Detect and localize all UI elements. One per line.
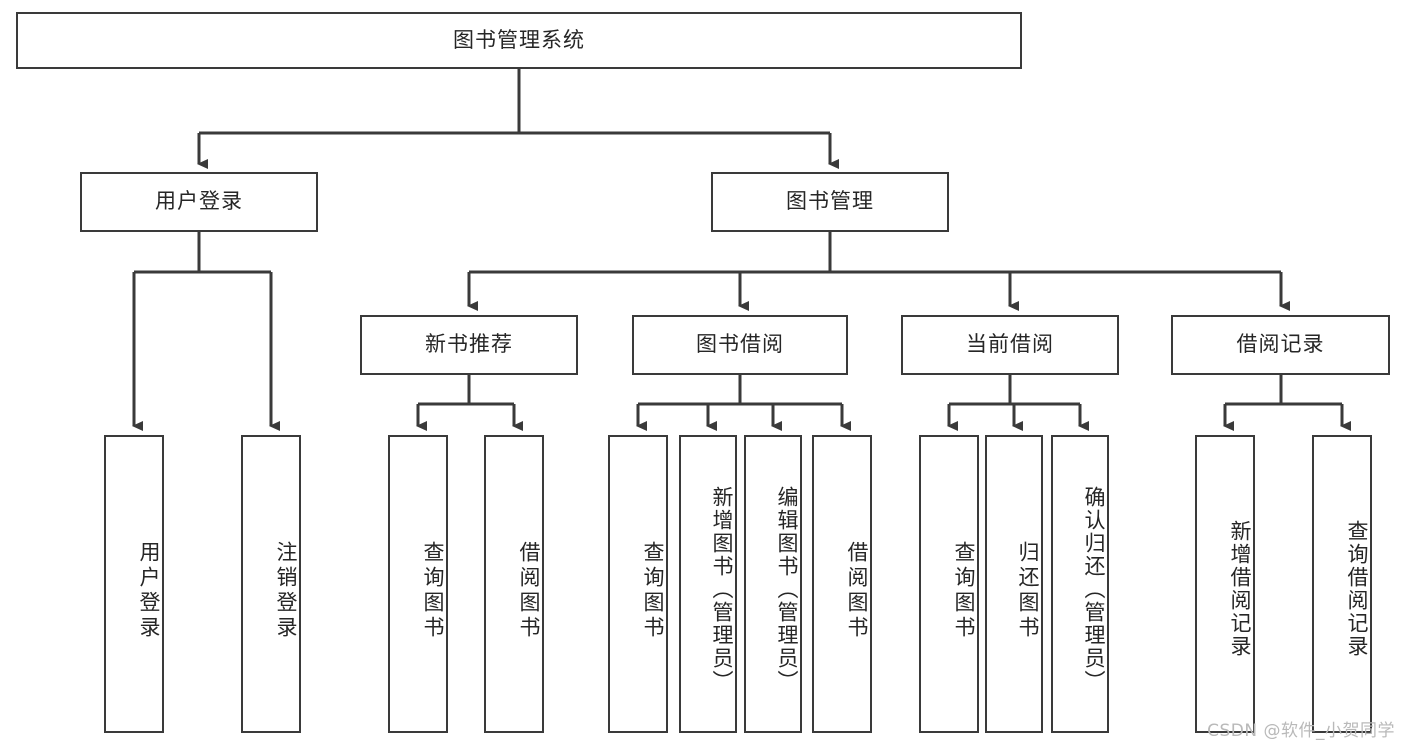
node-label: 确认归还（管理员） [1082,485,1106,693]
node-label: 新增图书（管理员） [710,485,734,693]
node-label: 注销登录 [274,541,298,641]
leaf-query-book-borrowing[interactable]: 查询图书 [608,435,668,733]
node-label: 图书借阅 [696,332,784,357]
node-label: 查询借阅记录 [1345,520,1369,658]
leaf-borrow-book[interactable]: 借阅图书 [812,435,872,733]
node-label: 借阅图书 [845,541,869,641]
leaf-query-borrowing-record[interactable]: 查询借阅记录 [1312,435,1372,733]
node-label: 用户登录 [137,541,161,641]
node-label: 编辑图书（管理员） [775,485,799,693]
leaf-confirm-return-admin[interactable]: 确认归还（管理员） [1051,435,1109,733]
leaf-return-book[interactable]: 归还图书 [985,435,1043,733]
leaf-edit-book-admin[interactable]: 编辑图书（管理员） [744,435,802,733]
node-label: 用户登录 [155,189,243,214]
node-book-management[interactable]: 图书管理 [711,172,949,232]
leaf-add-book-admin[interactable]: 新增图书（管理员） [679,435,737,733]
node-label: 查询图书 [421,541,445,641]
leaf-borrow-book-recommendation[interactable]: 借阅图书 [484,435,544,733]
node-label: 新增借阅记录 [1228,520,1252,658]
node-root-book-management-system[interactable]: 图书管理系统 [16,12,1022,69]
node-label: 归还图书 [1016,541,1040,641]
leaf-add-borrowing-record[interactable]: 新增借阅记录 [1195,435,1255,733]
node-label: 当前借阅 [966,332,1054,357]
node-label: 图书管理系统 [453,27,585,52]
node-book-borrowing[interactable]: 图书借阅 [632,315,848,375]
leaf-user-login[interactable]: 用户登录 [104,435,164,733]
node-user-login[interactable]: 用户登录 [80,172,318,232]
node-new-book-recommendation[interactable]: 新书推荐 [360,315,578,375]
node-label: 借阅图书 [517,541,541,641]
leaf-logout[interactable]: 注销登录 [241,435,301,733]
node-label: 新书推荐 [425,332,513,357]
leaf-query-book-current[interactable]: 查询图书 [919,435,979,733]
node-label: 查询图书 [641,541,665,641]
node-borrowing-record[interactable]: 借阅记录 [1171,315,1390,375]
leaf-query-book-recommendation[interactable]: 查询图书 [388,435,448,733]
node-label: 借阅记录 [1236,332,1325,357]
node-label: 图书管理 [786,189,874,214]
node-label: 查询图书 [952,541,976,641]
node-current-borrowing[interactable]: 当前借阅 [901,315,1119,375]
